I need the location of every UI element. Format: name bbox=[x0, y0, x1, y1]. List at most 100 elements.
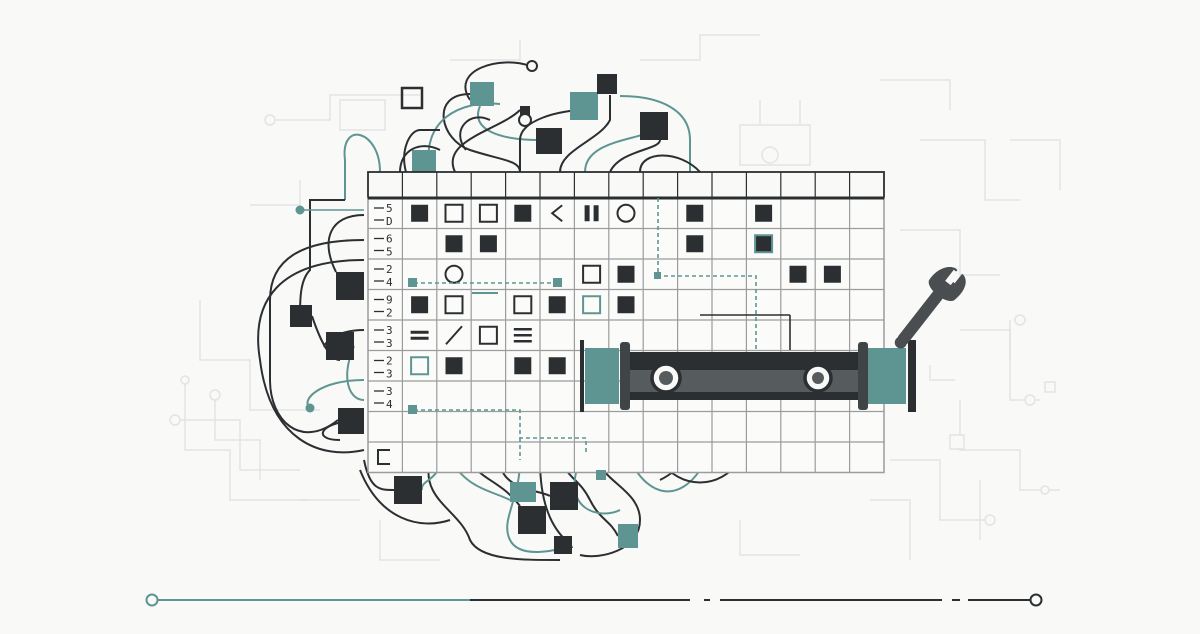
dark-block bbox=[290, 305, 312, 327]
wire bbox=[399, 145, 441, 173]
dark-block bbox=[550, 482, 578, 510]
row-label-top: 5 bbox=[386, 202, 393, 215]
background-traces bbox=[175, 34, 1061, 561]
bottom-timeline bbox=[145, 593, 1043, 607]
wire bbox=[403, 129, 440, 173]
bar-symbol bbox=[584, 205, 590, 222]
teal-block bbox=[470, 82, 494, 106]
grid-frame bbox=[367, 197, 885, 474]
filled-square bbox=[514, 357, 532, 375]
row-label-top: 6 bbox=[386, 233, 393, 246]
row-label-bottom: 5 bbox=[386, 246, 393, 259]
wire bbox=[477, 105, 541, 141]
wire bbox=[619, 95, 691, 172]
outlined-square bbox=[444, 295, 464, 315]
wrench-icon bbox=[894, 267, 966, 349]
filled-square bbox=[823, 265, 841, 283]
grid-cells bbox=[410, 203, 841, 376]
outlined-square bbox=[478, 325, 498, 345]
wire bbox=[269, 239, 365, 434]
filled-square bbox=[548, 357, 566, 375]
side-blocks bbox=[290, 272, 364, 434]
header-frame bbox=[367, 171, 885, 199]
filled-square bbox=[548, 296, 566, 314]
dark-block bbox=[597, 74, 617, 94]
circle-symbol bbox=[616, 203, 636, 223]
filled-square bbox=[754, 234, 774, 254]
floating-blocks bbox=[400, 60, 668, 172]
outlined-square-teal bbox=[410, 356, 430, 376]
row-label-top: 2 bbox=[386, 355, 393, 368]
chevron-symbol bbox=[550, 204, 563, 223]
filled-square bbox=[755, 204, 773, 222]
dark-block bbox=[394, 476, 422, 504]
row-label-top: 3 bbox=[386, 385, 393, 398]
filled-square bbox=[445, 235, 463, 253]
wire bbox=[573, 459, 621, 515]
wire bbox=[427, 102, 501, 173]
row-label-bottom: 3 bbox=[386, 368, 393, 381]
wire bbox=[306, 379, 365, 409]
wire bbox=[639, 154, 701, 173]
grid-header-strip bbox=[367, 171, 885, 199]
row-label-bottom: 2 bbox=[386, 307, 393, 320]
wire bbox=[327, 214, 365, 273]
filled-square bbox=[445, 357, 463, 375]
dark-block bbox=[518, 506, 546, 534]
filled-square bbox=[617, 296, 635, 314]
wire bbox=[559, 459, 619, 537]
filled-square bbox=[686, 204, 704, 222]
wire bbox=[609, 139, 661, 173]
filled-square bbox=[479, 235, 497, 253]
dark-block bbox=[336, 272, 364, 300]
row-label-bottom: 4 bbox=[386, 276, 393, 289]
wire bbox=[257, 259, 365, 454]
row-label-top: 9 bbox=[386, 294, 393, 307]
dark-block bbox=[640, 112, 668, 140]
circle-symbol bbox=[444, 264, 464, 284]
filled-square bbox=[514, 204, 532, 222]
dashed-connectors bbox=[414, 198, 757, 460]
wire bbox=[442, 93, 521, 173]
dark-block bbox=[338, 408, 364, 434]
outlined-square bbox=[513, 295, 533, 315]
teal-block bbox=[570, 92, 598, 120]
outlined-square bbox=[478, 203, 498, 223]
row-label-bottom: 4 bbox=[386, 398, 393, 411]
filled-square bbox=[789, 265, 807, 283]
connector-ends bbox=[408, 272, 661, 414]
filled-square bbox=[411, 204, 429, 222]
dark-block bbox=[520, 106, 530, 116]
pipe-icon bbox=[580, 340, 916, 412]
wire-terminal bbox=[518, 113, 532, 127]
outline-block bbox=[400, 86, 424, 110]
background-nodes bbox=[169, 114, 1056, 526]
teal-block bbox=[596, 470, 606, 480]
dark-block bbox=[536, 128, 562, 154]
wire bbox=[427, 459, 561, 561]
filled-square bbox=[617, 265, 635, 283]
wire bbox=[459, 116, 491, 151]
wire bbox=[343, 133, 381, 200]
row-label-bottom: 3 bbox=[386, 337, 393, 350]
dark-block bbox=[326, 332, 354, 360]
outlined-square bbox=[582, 264, 602, 284]
wire bbox=[359, 469, 451, 525]
wire-terminal bbox=[526, 60, 538, 72]
slash-symbol bbox=[445, 325, 463, 345]
wire bbox=[464, 61, 531, 101]
row-label-top: 2 bbox=[386, 263, 393, 276]
side-terminals bbox=[295, 205, 315, 413]
wire bbox=[559, 95, 611, 173]
bar-symbol bbox=[593, 205, 599, 222]
outlined-square-teal bbox=[582, 295, 602, 315]
row-label-bottom: D bbox=[386, 215, 393, 228]
dark-block bbox=[554, 536, 572, 554]
bottom-blocks bbox=[394, 470, 638, 554]
wire bbox=[579, 459, 642, 558]
teal-block bbox=[510, 482, 536, 502]
bracket-glyph bbox=[377, 449, 390, 465]
wire bbox=[363, 459, 395, 491]
